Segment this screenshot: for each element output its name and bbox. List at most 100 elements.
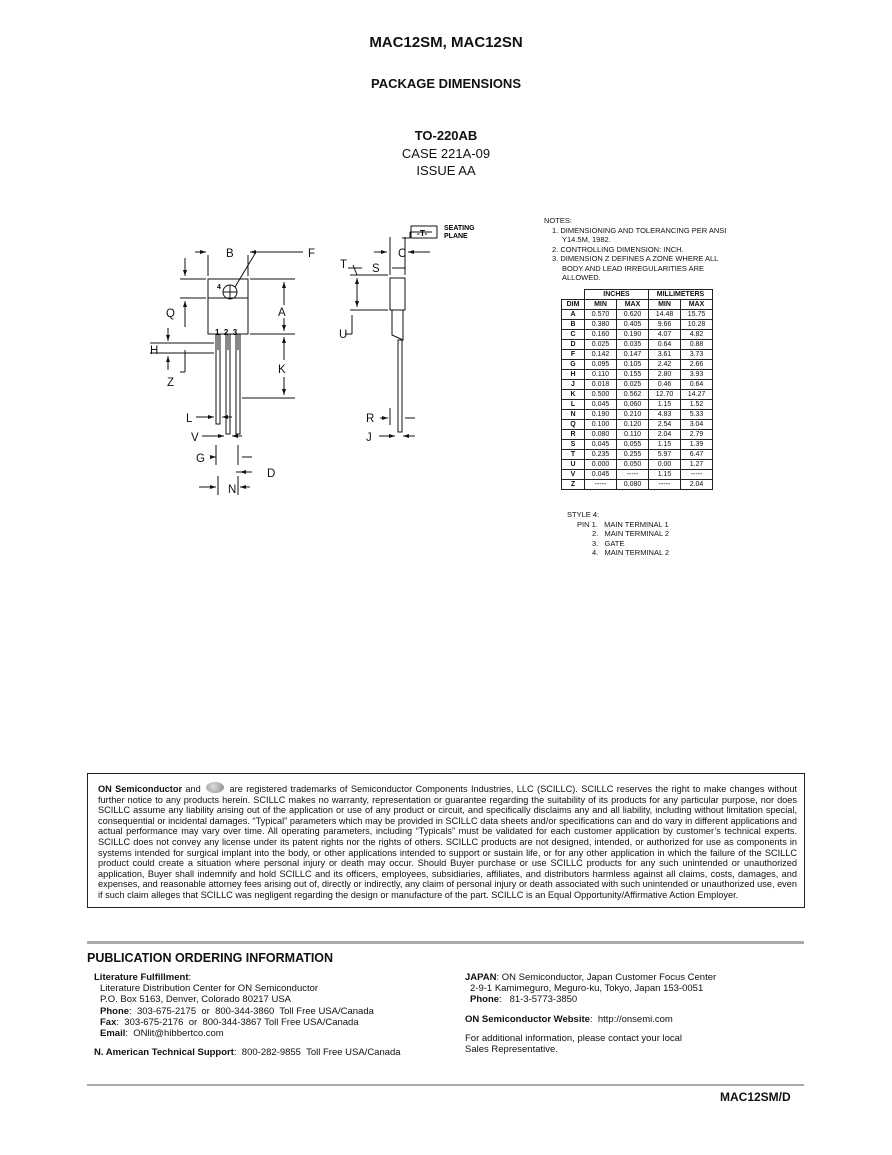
- seating-plane-box-label: -T-: [417, 228, 428, 238]
- value-cell: 0.190: [616, 329, 649, 340]
- value-cell: -----: [584, 479, 617, 490]
- japan-phone-value: : 81-3-5773-3850: [499, 994, 578, 1006]
- dim-label-d: D: [267, 468, 275, 480]
- dim-label-u: U: [339, 329, 347, 341]
- value-cell: 2.54: [648, 419, 681, 430]
- email-link[interactable]: : ONlit@hibbertco.com: [125, 1028, 224, 1040]
- value-cell: 0.080: [616, 479, 649, 490]
- lit-colon: :: [188, 972, 192, 983]
- value-cell: 0.060: [616, 399, 649, 410]
- value-cell: 0.160: [584, 329, 617, 340]
- dim-cell: U: [561, 459, 585, 470]
- divider: [87, 1084, 804, 1086]
- dimension-table: INCHES MILLIMETERS DIM MIN MAX MIN MAX A…: [561, 289, 713, 490]
- value-cell: 10.28: [680, 319, 713, 330]
- style4-pin: PIN 1. MAIN TERMINAL 1: [577, 519, 669, 529]
- value-cell: 0.620: [616, 309, 649, 320]
- lit-label: Literature Fulfillment: [94, 972, 189, 983]
- value-cell: -----: [616, 469, 649, 480]
- col-dim: DIM: [561, 299, 585, 310]
- dim-cell: A: [561, 309, 585, 320]
- value-cell: 15.75: [680, 309, 713, 320]
- dim-cell: R: [561, 429, 585, 440]
- dim-cell: B: [561, 319, 585, 330]
- dim-cell: J: [561, 379, 585, 390]
- value-cell: 0.64: [648, 339, 681, 350]
- value-cell: 0.155: [616, 369, 649, 380]
- email-label: Email: [100, 1028, 126, 1040]
- dim-label-l: L: [186, 413, 193, 425]
- lit-line1: Literature Distribution Center for ON Se…: [100, 983, 319, 995]
- dim-cell: D: [561, 339, 585, 350]
- japan-label: JAPAN: [465, 972, 497, 983]
- value-cell: 0.050: [616, 459, 649, 470]
- value-cell: 9.66: [648, 319, 681, 330]
- value-cell: 14.48: [648, 309, 681, 320]
- value-cell: 0.055: [616, 439, 649, 450]
- dim-cell: Q: [561, 419, 585, 430]
- value-cell: 0.045: [584, 439, 617, 450]
- value-cell: 0.00: [648, 459, 681, 470]
- page-title: MAC12SM, MAC12SN: [369, 34, 523, 51]
- value-cell: 0.000: [584, 459, 617, 470]
- value-cell: 0.500: [584, 389, 617, 400]
- value-cell: 1.52: [680, 399, 713, 410]
- style4-pin: 3. GATE: [592, 538, 625, 548]
- ordering-left-column: Literature Fulfillment: Literature Distr…: [94, 972, 401, 1058]
- value-cell: 4.07: [648, 329, 681, 340]
- value-cell: 3.93: [680, 369, 713, 380]
- japan-value: : ON Semiconductor, Japan Customer Focus…: [496, 972, 717, 983]
- value-cell: 0.405: [616, 319, 649, 330]
- style4-pin: 2. MAIN TERMINAL 2: [592, 529, 670, 538]
- value-cell: 0.080: [584, 429, 617, 440]
- japan-phone-label: Phone: [470, 994, 500, 1006]
- dim-label-c: C: [398, 248, 406, 260]
- case-number: CASE 221A-09: [401, 146, 491, 161]
- dim-label-v: V: [191, 432, 199, 444]
- note-item: 2. CONTROLLING DIMENSION: INCH.: [552, 244, 684, 254]
- value-cell: 1.27: [680, 459, 713, 470]
- value-cell: 2.04: [680, 479, 713, 490]
- fax-value: : 303-675-2176 or 800-344-3867 Toll Free…: [116, 1016, 359, 1028]
- value-cell: 0.045: [584, 469, 617, 480]
- value-cell: 0.025: [584, 339, 617, 350]
- dim-cell: G: [561, 359, 585, 370]
- dim-cell: V: [561, 469, 585, 480]
- header-inches: INCHES: [584, 289, 649, 300]
- value-cell: 0.190: [584, 409, 617, 420]
- value-cell: 2.04: [648, 429, 681, 440]
- issue-label: ISSUE AA: [416, 163, 476, 178]
- dim-cell: T: [561, 449, 585, 460]
- fax-label: Fax: [100, 1016, 117, 1028]
- dim-label-f: F: [308, 248, 315, 260]
- value-cell: 0.570: [584, 309, 617, 320]
- value-cell: 2.80: [648, 369, 681, 380]
- dim-cell: L: [561, 399, 585, 410]
- contact-line2: Sales Representative.: [465, 1044, 558, 1056]
- dim-label-b: B: [226, 248, 234, 260]
- style4-pin: 4. MAIN TERMINAL 2: [592, 548, 670, 557]
- value-cell: 1.15: [648, 469, 681, 480]
- value-cell: 3.04: [680, 419, 713, 430]
- dim-label-q: Q: [166, 308, 175, 320]
- dim-label-k: K: [278, 364, 286, 376]
- pins-123-label: 1 2 3: [215, 328, 238, 337]
- col-in-min: MIN: [584, 299, 617, 310]
- value-cell: 6.47: [680, 449, 713, 460]
- website-link[interactable]: : http://onsemi.com: [589, 1013, 673, 1025]
- dim-label-g: G: [196, 453, 205, 465]
- dim-cell: S: [561, 439, 585, 450]
- dim-cell: C: [561, 329, 585, 340]
- dim-label-n: N: [228, 484, 236, 496]
